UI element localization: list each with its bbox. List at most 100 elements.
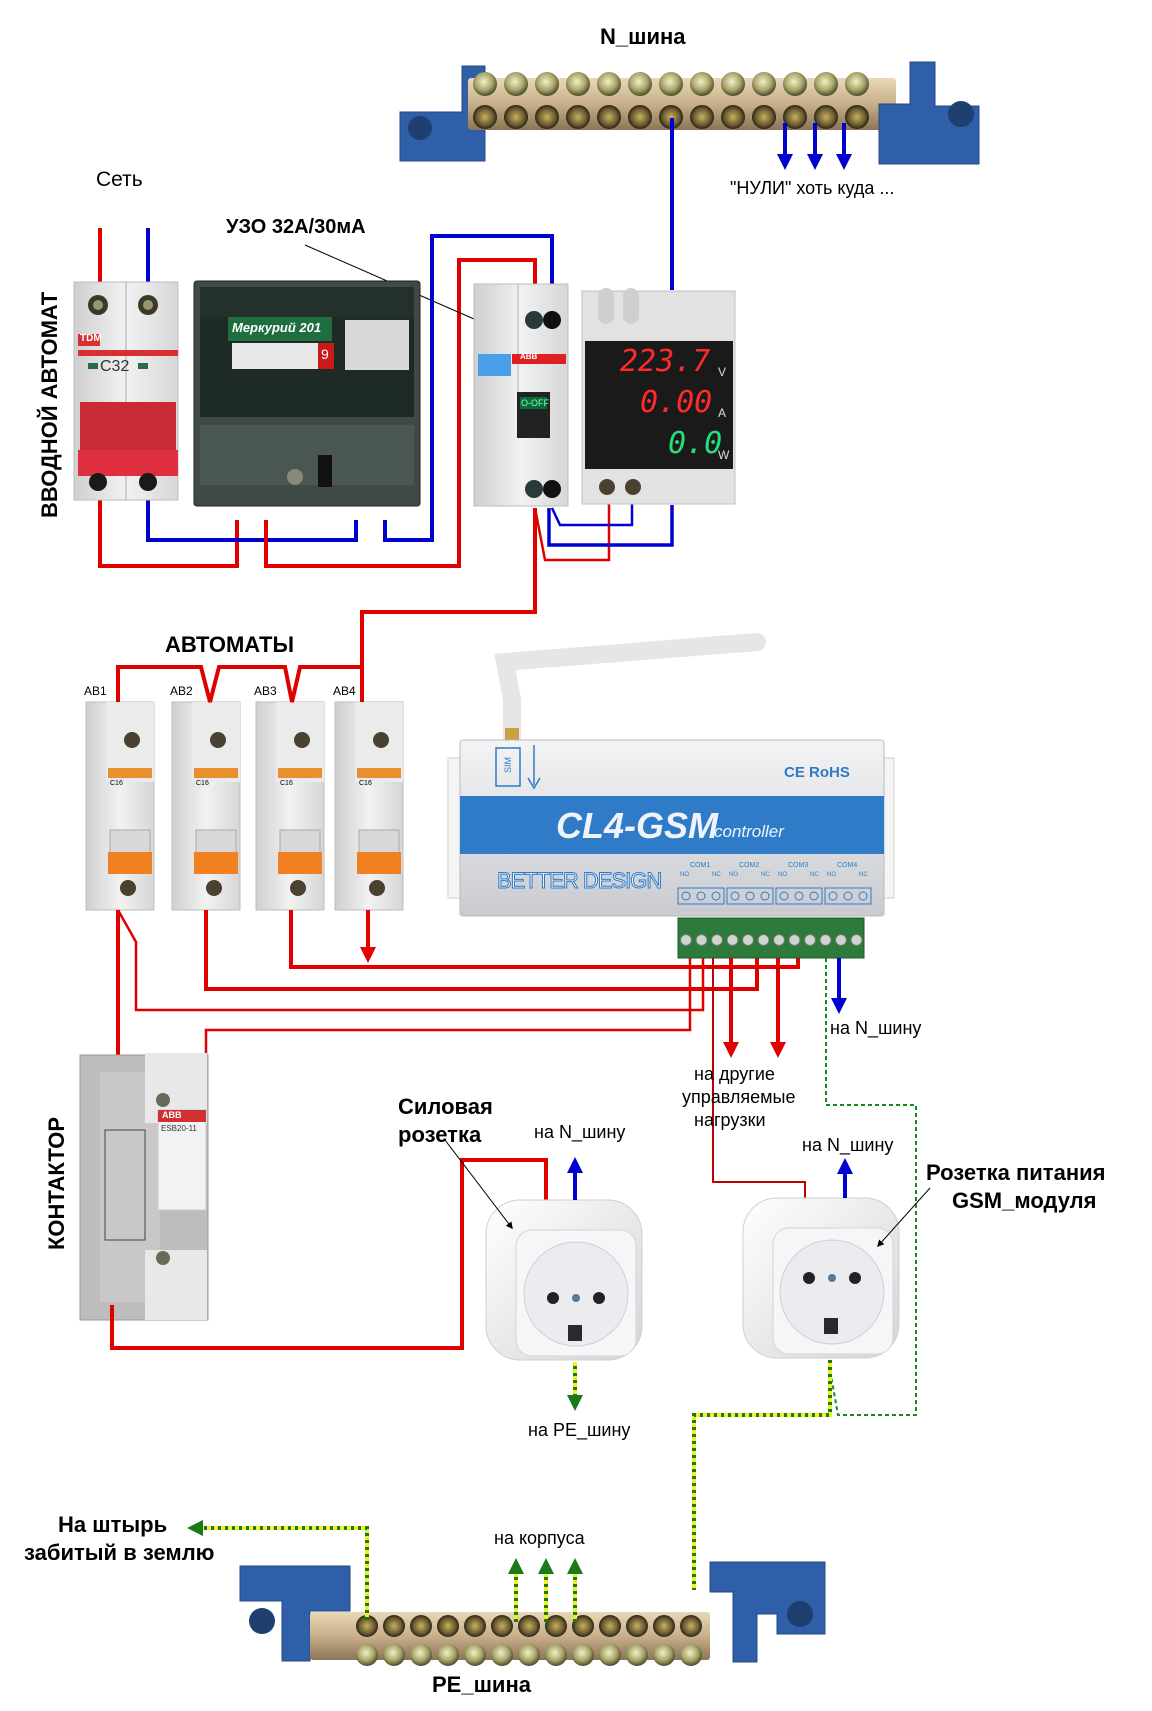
terminal-screw [835, 934, 847, 946]
gsm-socket-pointer [877, 1187, 931, 1248]
voltmeter-voltage-unit: V [718, 365, 727, 379]
n-bus-screw [628, 72, 652, 96]
gsm-brand: BETTER DESIGN [496, 868, 662, 894]
wire-breaker-meter-neutral [146, 500, 358, 542]
com-contact-label: NO [827, 872, 836, 878]
pe-bus [239, 1561, 826, 1666]
n-bus-screw [690, 72, 714, 96]
gsm-model: CL4-GSM [556, 805, 718, 846]
pe-bus-socket [599, 1615, 621, 1637]
n-bus-screw [814, 72, 838, 96]
rcd-label: УЗО 32А/30мА [226, 216, 366, 238]
terminal-block [677, 917, 865, 959]
com-contact-label: NC [859, 872, 868, 878]
antenna [494, 633, 766, 747]
wire-ab1-com [116, 909, 705, 1012]
other-loads-label-2: управляемые [682, 1087, 796, 1107]
pe-bus-socket [356, 1615, 378, 1637]
wire-rcd-n-bus [547, 505, 674, 547]
to-n-bus-label-socket1: на N_шину [534, 1122, 626, 1142]
gsm-cert: CE RoHS [784, 764, 850, 781]
power-socket-label-1: Силовая [398, 1094, 493, 1119]
housing-pe-arrows [508, 1558, 583, 1622]
gsm-subtitle: controller [714, 822, 784, 841]
n-bus-socket [752, 105, 776, 129]
pe-bus-screw [491, 1644, 513, 1666]
voltmeter [581, 288, 736, 505]
n-bus-screw [535, 72, 559, 96]
meter-name: Меркурий 201 [232, 320, 322, 335]
n-bus-socket [628, 105, 652, 129]
n-bus-screw [504, 72, 528, 96]
voltmeter-power: 0.0 [668, 426, 723, 461]
n-bus-socket [504, 105, 528, 129]
n-bus-screw [752, 72, 776, 96]
contactor-brand: ABB [162, 1110, 182, 1120]
com-channel-label: COM3 [788, 862, 809, 869]
terminal-screw [742, 934, 754, 946]
pe-bus-screw [464, 1644, 486, 1666]
grid-label: Сеть [96, 168, 143, 191]
voltmeter-current-unit: A [718, 406, 727, 420]
pe-bus-screw [437, 1644, 459, 1666]
electricity-meter [193, 280, 421, 507]
breaker-2 [171, 701, 241, 911]
n-bus-socket [721, 105, 745, 129]
wire-socket2-pe [692, 1360, 832, 1590]
wire-ab3-com [289, 910, 800, 969]
pe-bus-socket [491, 1615, 513, 1637]
terminal-screw [711, 934, 723, 946]
power-socket-label-2: розетка [398, 1122, 482, 1147]
pe-bus-screw [410, 1644, 432, 1666]
wire-rcd-voltmeter-neutral [550, 498, 634, 527]
pe-bus-socket [437, 1615, 459, 1637]
terminal-screws [680, 934, 863, 946]
terminal-screw [695, 934, 708, 946]
breaker-4 [334, 701, 404, 911]
main-breaker-label: ВВОДНОЙ АВТОМАТ [37, 291, 62, 518]
voltmeter-current: 0.00 [640, 385, 713, 420]
com-terminal-blocks [677, 887, 872, 905]
breakers-label: АВТОМАТЫ [165, 632, 295, 657]
com-contact-label: NC [712, 872, 721, 878]
pe-bus-screw [383, 1644, 405, 1666]
n-bus-socket [566, 105, 590, 129]
rcd-state: O-OFF [521, 398, 549, 408]
terminal-screw [726, 934, 739, 946]
pe-bus-socket [680, 1615, 702, 1637]
pe-bus-socket [383, 1615, 405, 1637]
wire-gsm-socket-phase [712, 958, 806, 1210]
wire-breaker-top-bus [116, 665, 364, 703]
neutrals-anywhere-label: "НУЛИ" хоть куда ... [730, 178, 895, 198]
gsm-controller [447, 633, 895, 959]
pe-bus-socket [572, 1615, 594, 1637]
com-contact-label: NO [729, 872, 738, 878]
to-n-bus-label-gsm: на N_шину [830, 1018, 922, 1038]
wire-com-contactor-a1 [180, 958, 692, 1105]
com-contact-label: NO [778, 872, 787, 878]
n-bus-socket [659, 105, 683, 129]
pe-bus-screws [356, 1615, 702, 1666]
pe-bus-screw [653, 1644, 675, 1666]
terminal-screw [680, 934, 692, 946]
terminal-screw [773, 934, 785, 946]
terminal-screw [819, 934, 832, 946]
pe-bus-socket [653, 1615, 675, 1637]
n-bus-screw [721, 72, 745, 96]
breaker-rating-label: C16 [280, 780, 293, 787]
pe-bus-screw [572, 1644, 594, 1666]
gsm-sim-label: SIM [503, 756, 514, 774]
com-channel-label: COM4 [837, 862, 858, 869]
pe-bus-screw [599, 1644, 621, 1666]
breakers-group [85, 701, 404, 911]
gsm-power-socket [742, 1197, 900, 1359]
to-pe-bus-label: на PE_шину [528, 1420, 631, 1440]
wire-meter-rcd-phase [264, 258, 537, 568]
to-housings-label: на корпуса [494, 1528, 585, 1548]
breaker-rating-label: C16 [196, 780, 209, 787]
pe-bus-screw [626, 1644, 648, 1666]
pe-bus-screw [356, 1644, 378, 1666]
n-bus-socket [814, 105, 838, 129]
n-bus-screw [473, 72, 497, 96]
main-breaker-rating: C32 [100, 358, 130, 375]
